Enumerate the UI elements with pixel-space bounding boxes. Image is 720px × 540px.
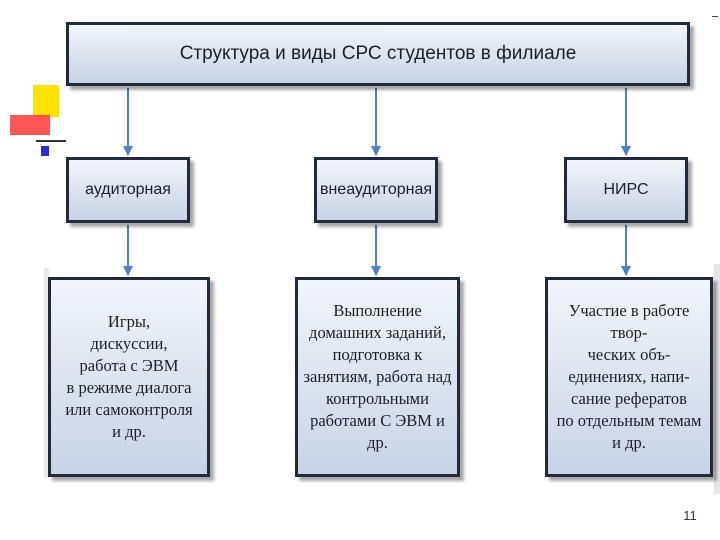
- diagram-title: Структура и виды СРС студентов в филиале: [179, 43, 577, 64]
- corner-tick: [712, 16, 718, 17]
- category-description: Участие в работе твор- ческих объ- едине…: [556, 301, 702, 452]
- decor-yellow-square: [33, 85, 59, 117]
- diagram-title-box: Структура и виды СРС студентов в филиале: [66, 22, 690, 86]
- decor-blue-square: [41, 146, 49, 156]
- category-description: Выполнение домашних заданий, подготовка …: [303, 301, 452, 452]
- page-number: 11: [683, 508, 697, 523]
- right-edge-strip: [714, 264, 720, 494]
- category-box-vneauditornaya: внеаудиторная: [314, 157, 438, 223]
- category-description: Игры, дискуссии, работа с ЭВМ в режиме д…: [65, 312, 193, 441]
- decor-red-bar: [10, 115, 50, 135]
- category-box-auditornaya: аудиторная: [66, 157, 190, 223]
- category-label: НИРС: [603, 181, 649, 198]
- category-label: аудиторная: [85, 181, 171, 198]
- category-label: внеаудиторная: [319, 181, 433, 198]
- description-box-vneauditornaya: Выполнение домашних заданий, подготовка …: [295, 277, 460, 477]
- category-box-nirs: НИРС: [564, 157, 688, 223]
- decor-line: [36, 140, 66, 142]
- left-edge-strip: [44, 268, 49, 478]
- description-box-auditornaya: Игры, дискуссии, работа с ЭВМ в режиме д…: [48, 277, 210, 477]
- description-box-nirs: Участие в работе твор- ческих объ- едине…: [545, 277, 713, 477]
